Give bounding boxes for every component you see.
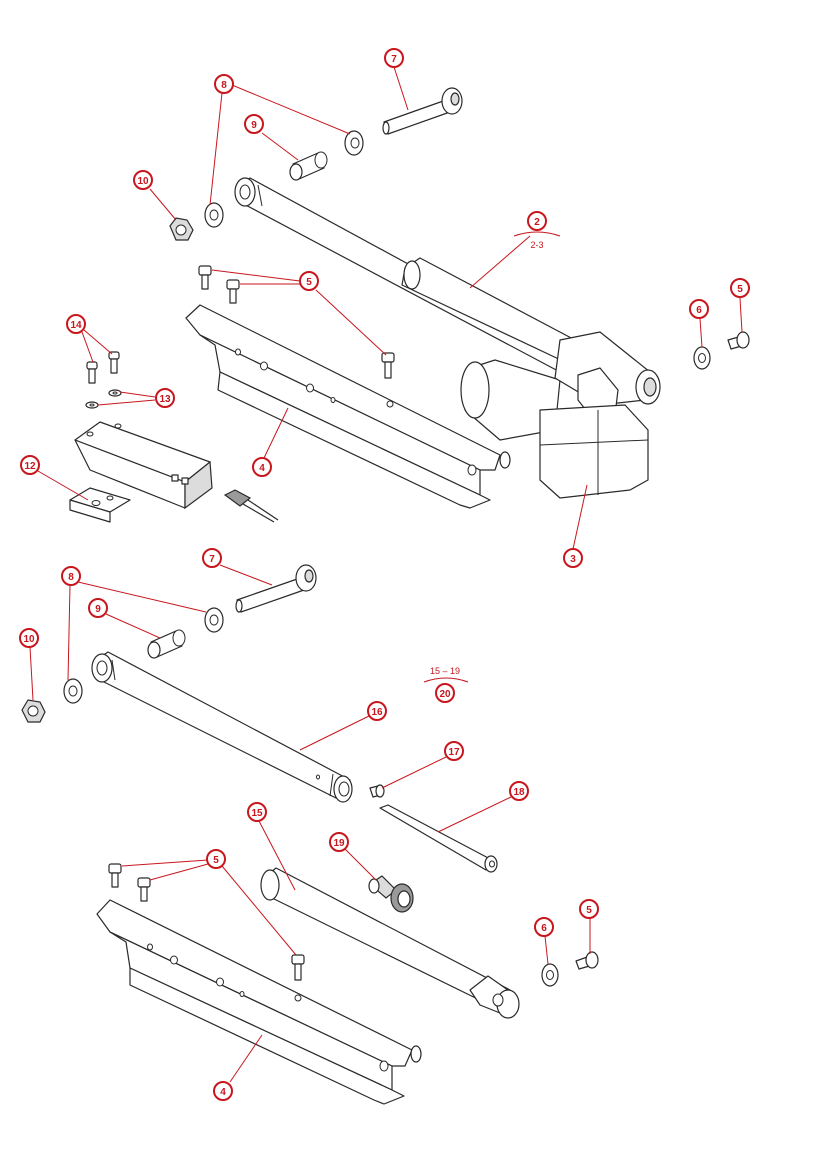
callout-17-label: 17: [448, 747, 460, 758]
washer-8-bottom: [204, 607, 224, 633]
screw-5-bottom-b: [137, 877, 151, 902]
callout-5-bottom-mid-label: 5: [213, 855, 219, 866]
screw-5-bottom-a: [108, 863, 122, 888]
screw-5-top-b: [226, 279, 240, 304]
washer-6-top: [693, 346, 711, 370]
sleeve-9-bottom: [147, 629, 186, 659]
washer-13-a: [85, 401, 99, 409]
screw-14-b: [108, 351, 120, 374]
callout-19-label: 19: [333, 838, 345, 849]
callout-7-bottom-label: 7: [209, 554, 215, 565]
callout-2-sublabel: 2-3: [530, 240, 543, 250]
bolt-18: [379, 804, 498, 873]
callout-7-top-label: 7: [391, 54, 397, 65]
callout-8-top: 8: [214, 74, 234, 94]
tube-15: [260, 867, 520, 1019]
bracket-12: [69, 487, 131, 523]
callout-8-bottom: 8: [61, 566, 81, 586]
callout-4-bottom-label: 4: [220, 1087, 226, 1098]
callout-3-label: 3: [570, 554, 576, 565]
washer-8-top-left: [204, 202, 224, 228]
callout-10-bottom: 10: [19, 628, 39, 648]
actuator-rod-2: [234, 177, 576, 373]
callout-10-bottom-label: 10: [23, 634, 35, 645]
callout-13: 13: [155, 388, 175, 408]
callout-20-label: 20: [439, 689, 451, 700]
callout-12-label: 12: [24, 461, 36, 472]
bracket-rail-4-bottom: [96, 899, 422, 1105]
callout-7-top: 7: [384, 48, 404, 68]
callout-4-top-label: 4: [259, 463, 265, 474]
callout-9-top: 9: [244, 114, 264, 134]
callout-18: 18: [509, 781, 529, 801]
actuator-motor-3: [460, 331, 661, 499]
callout-20: 15 – 19 20: [430, 666, 460, 703]
callout-5-top-right-label: 5: [737, 284, 743, 295]
callout-5-bottom-right: 5: [579, 899, 599, 919]
callout-16: 16: [367, 701, 387, 721]
callout-6-bottom-label: 6: [541, 923, 547, 934]
callout-5-top-right: 5: [730, 278, 750, 298]
callout-13-label: 13: [159, 394, 171, 405]
washer-13-b: [108, 389, 122, 397]
callout-15: 15: [247, 802, 267, 822]
callout-5-bottom-mid: 5: [206, 849, 226, 869]
callout-10-top: 10: [133, 170, 153, 190]
screw-5-top-right: [727, 331, 750, 350]
screw-14-a: [86, 361, 98, 384]
callout-2-label: 2: [534, 217, 540, 228]
callout-17: 17: [444, 741, 464, 761]
bolt-7-top: [382, 87, 463, 135]
callout-6-top-label: 6: [696, 305, 702, 316]
callout-8-bottom-label: 8: [68, 572, 74, 583]
washer-6-bottom: [541, 963, 559, 987]
callout-6-top: 6: [689, 299, 709, 319]
control-box: [74, 421, 213, 510]
nut-10-bottom: [21, 699, 46, 723]
callout-6-bottom: 6: [534, 917, 554, 937]
nut-10-top: [169, 217, 194, 241]
callout-5-top-mid: 5: [299, 271, 319, 291]
washer-8-bottom-left: [63, 678, 83, 704]
callout-10-top-label: 10: [137, 176, 149, 187]
callout-4-bottom: 4: [213, 1081, 233, 1101]
cable-connector: [223, 489, 279, 523]
callout-20-sublabel: 15 – 19: [430, 666, 460, 676]
leader-lines: [29, 66, 743, 1083]
callout-8-top-label: 8: [221, 80, 227, 91]
callout-3: 3: [563, 548, 583, 568]
callout-14: 14: [66, 314, 86, 334]
callout-2: 2 2-3: [527, 211, 547, 250]
washer-8-top: [344, 130, 364, 156]
callout-4-top: 4: [252, 457, 272, 477]
bracket-rail-4-top: [185, 304, 511, 509]
screw-5-bottom-c: [291, 954, 305, 981]
callout-12: 12: [20, 455, 40, 475]
callout-9-bottom: 9: [88, 598, 108, 618]
screw-5-top-a: [198, 265, 212, 290]
bolt-7-bottom: [235, 564, 317, 613]
callout-15-label: 15: [251, 808, 263, 819]
screw-5-bottom-right: [575, 951, 599, 970]
sleeve-9-top: [289, 151, 328, 181]
screw-5-top-c: [381, 352, 395, 379]
callout-7-bottom: 7: [202, 548, 222, 568]
callout-5-bottom-right-label: 5: [586, 905, 592, 916]
callout-18-label: 18: [513, 787, 525, 798]
callout-5-top-mid-label: 5: [306, 277, 312, 288]
fitting-19: [368, 875, 414, 913]
tube-16: [91, 651, 353, 803]
callout-9-bottom-label: 9: [95, 604, 101, 615]
callout-16-label: 16: [371, 707, 383, 718]
callout-9-top-label: 9: [251, 120, 257, 131]
callout-19: 19: [329, 832, 349, 852]
callout-14-label: 14: [70, 320, 82, 331]
screw-17: [369, 784, 385, 798]
